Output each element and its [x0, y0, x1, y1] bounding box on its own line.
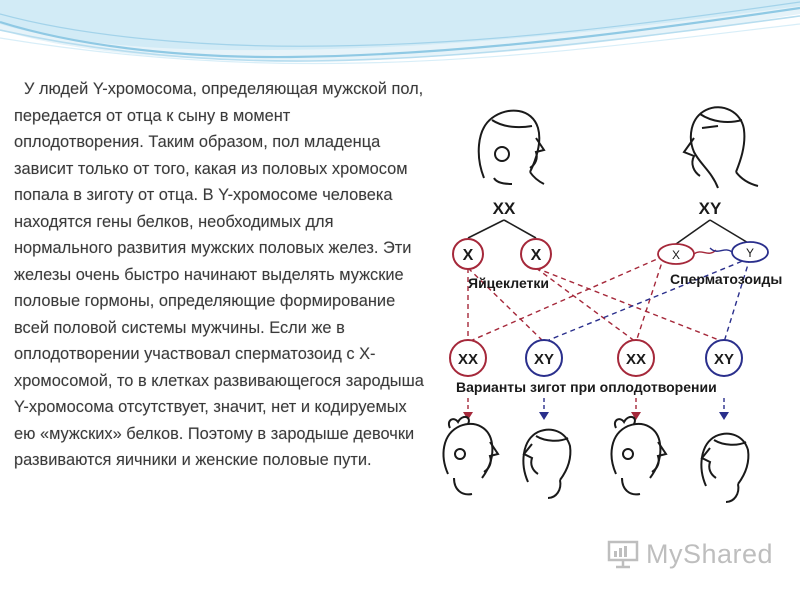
- sperm-cell-x-label: X: [672, 248, 680, 262]
- zygote-3-label: XX: [626, 351, 646, 368]
- slide-paragraph: У людей Y-хромосома, определяющая мужско…: [14, 80, 424, 469]
- watermark-logo: MyShared: [606, 536, 773, 572]
- zygote-4: XY: [705, 339, 743, 377]
- girl-head-icon: [442, 416, 500, 496]
- egg-cell-1: X: [452, 238, 484, 270]
- zygotes-caption: Варианты зигот при оплодотворении: [456, 379, 717, 395]
- zygote-4-label: XY: [714, 351, 734, 368]
- boy-head-icon-1: [522, 428, 572, 499]
- sperm-cell-y-label: Y: [746, 246, 754, 260]
- sperm-label: Сперматозоиды: [670, 271, 782, 287]
- sperm-cell-x: X: [657, 243, 717, 265]
- egg-cell-2-label: X: [531, 247, 542, 264]
- mother-head-icon: [477, 109, 546, 185]
- boy-head-icon-2: [700, 432, 750, 503]
- header-waves: [0, 0, 800, 65]
- watermark-text: MyShared: [646, 538, 774, 569]
- eggs-label: Яйцеклетки: [468, 275, 549, 291]
- presentation-board-icon: [607, 540, 639, 569]
- egg-cell-1-label: X: [463, 247, 474, 264]
- zygote-1: XX: [449, 339, 487, 377]
- zygote-1-label: XX: [458, 351, 478, 368]
- father-genotype: XY: [699, 199, 722, 218]
- zygote-2: XY: [525, 339, 563, 377]
- mother-genotype: XX: [493, 199, 516, 218]
- egg-cell-2: X: [520, 238, 552, 270]
- sperm-cell-y: Y: [709, 241, 769, 263]
- zygote-2-label: XY: [534, 351, 554, 368]
- father-head-icon: [682, 106, 759, 189]
- zygote-3: XX: [617, 339, 655, 377]
- girl-head-icon-2: [610, 416, 668, 496]
- sex-inheritance-diagram: XX XY X X X Y Яйцеклетки Сперматозоиды: [442, 106, 782, 503]
